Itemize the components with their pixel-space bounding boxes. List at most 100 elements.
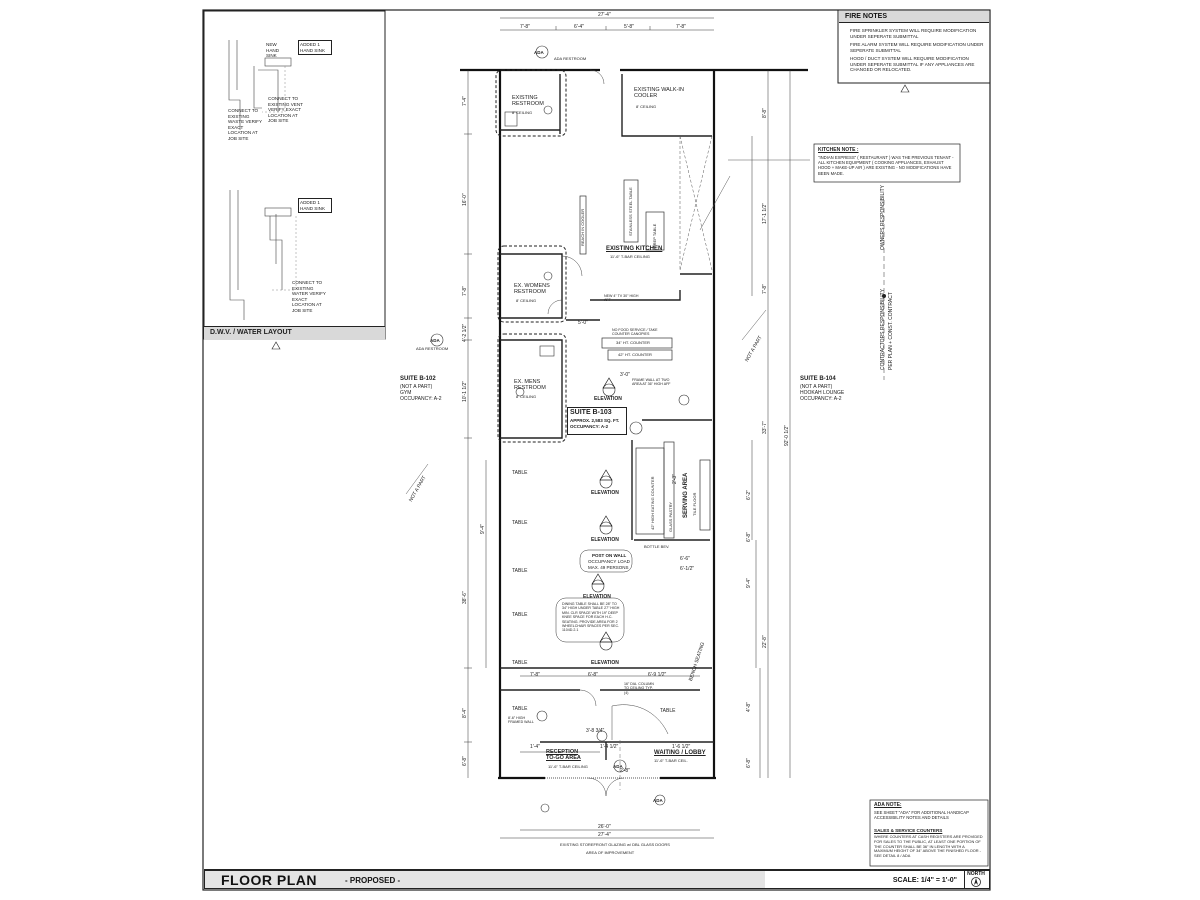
table-label-5: TABLE xyxy=(512,660,528,666)
dwv-tag-top: ADDED 1 HAND SINK xyxy=(298,40,332,56)
contractors-responsibility: CONTRACTORS RESPONSIBILITY xyxy=(880,288,886,370)
dim-left-9: 6'-8" xyxy=(462,756,468,766)
kitchen-note-heading: KITCHEN NOTE : xyxy=(818,147,859,153)
room-kitchen: EXISTING KITCHEN xyxy=(606,246,663,252)
counter-34: 34" HT. COUNTER xyxy=(616,340,650,345)
dim-left-7: 9'-4" xyxy=(480,524,486,534)
dim-mid-5: 1'-4 1/2" xyxy=(600,744,619,750)
elevation-label-4: ELEVATION xyxy=(583,594,611,600)
room-cooler-ceiling: 8' CEILING xyxy=(636,104,657,109)
counter-body: WHERE COUNTERS AT CASH REGISTERS ARE PRO… xyxy=(874,834,983,859)
room-waiting-ceiling: 11'-6" T-BAR CEIL. xyxy=(654,758,688,763)
dim-mid-11: 5'-0" xyxy=(578,320,588,326)
dim-right-1: 8'-8" xyxy=(762,108,768,118)
ada-tag-front: ADA xyxy=(613,764,623,769)
elevation-label-5: ELEVATION xyxy=(591,660,619,666)
owners-responsibility: OWNERS RESPONSIBILITY xyxy=(880,184,886,250)
suite-left-l2: GYM xyxy=(400,390,412,396)
suite-left-l1: (NOT A PART) xyxy=(400,384,433,390)
dim-right-8: 6'-8" xyxy=(746,758,752,768)
dim-top-d: 7'-8" xyxy=(676,24,686,30)
room-reception-ceiling: 11'-6" T-BAR CEILING xyxy=(548,764,588,769)
ada-restroom-label-left: ADA RESTROOM xyxy=(416,346,449,351)
bottle-bev: BOTTLE BEV. xyxy=(644,544,670,549)
dim-right-5: 92'-0 1/2" xyxy=(784,424,790,446)
fire-note-3: HOOD / DUCT SYSTEM WILL REQUIRE MODIFICA… xyxy=(850,56,975,73)
north-arrow-glyph xyxy=(971,877,981,887)
dim-right-11: 6'-8" xyxy=(746,532,752,542)
dim-right-2: 17'-1 1/2" xyxy=(762,202,768,224)
table-label-4: TABLE xyxy=(512,612,528,618)
table-label-1: TABLE xyxy=(512,470,528,476)
dim-left-5: 10'-1 1/2" xyxy=(462,380,468,402)
room-restroom-ceiling: 8' CEILING xyxy=(512,110,533,115)
plan-title: FLOOR PLAN xyxy=(221,872,317,888)
dining-note: DINING TABLE SHALL BE 28" TO 34" HIGH UN… xyxy=(562,602,620,633)
title-block: FLOOR PLAN - PROPOSED - SCALE: 1/4" = 1'… xyxy=(204,869,990,889)
dim-left-6: 38'-6" xyxy=(462,591,468,604)
post-on-wall: POST ON WALL xyxy=(592,553,627,558)
high-eating-counter: 42" HIGH EATING COUNTER xyxy=(650,476,655,530)
suite-left-name: SUITE B-102 xyxy=(400,376,436,382)
column-note: 16" DIA. COLUMN TO CEILING TYP. (4) xyxy=(624,682,654,695)
dim-bottom-interior: 26'-0" xyxy=(598,824,611,830)
ada-tag-door: ADA xyxy=(653,798,663,803)
dim-left-8: 8'-4" xyxy=(462,708,468,718)
counter-42: 42" HT. COUNTER xyxy=(618,352,652,357)
room-womens-ceiling: 8' CEILING xyxy=(516,298,537,303)
dim-top-a: 7'-8" xyxy=(520,24,530,30)
dim-bottom-overall: 27'-4" xyxy=(598,832,611,838)
room-mens: EX. MENS RESTROOM xyxy=(514,379,546,391)
new-wall-note: NEW 4" TV 30" HIGH AFF xyxy=(604,294,639,303)
table-label-3: TABLE xyxy=(512,568,528,574)
counter-heading: SALES & SERVICE COUNTERS xyxy=(874,828,943,833)
suite-left-l3: OCCUPANCY: A-2 xyxy=(400,396,442,402)
dim-top-c: 5'-8" xyxy=(624,24,634,30)
table-label-6: TABLE xyxy=(512,706,528,712)
suite-right-l3: OCCUPANCY: A-2 xyxy=(800,396,842,402)
dim-right-7: 9'-4" xyxy=(746,578,752,588)
ada-note-body: SEE SHEET "ADA" FOR ADDITIONAL HANDICAP … xyxy=(874,810,969,820)
reach-in-cooler: REACH IN COOLER xyxy=(580,208,585,246)
dim-mid-7: 2'-8" xyxy=(620,768,630,774)
suite-main-area: APPROX. 2,583 SQ. FT. xyxy=(570,418,620,423)
dwv-heading-bar: D.W.V. / WATER LAYOUT xyxy=(204,326,385,340)
no-food-note: NO FOOD SERVICE / TAKE COUNTER CANOPIES xyxy=(612,328,658,337)
dim-mid-1: 7'-8" xyxy=(530,672,540,678)
dim-mid-2: 6'-8" xyxy=(588,672,598,678)
dim-mid-4: 1'-4" xyxy=(530,744,540,750)
dim-mid-3: 6'-9 1/2" xyxy=(648,672,667,678)
dim-top-overall: 27'-4" xyxy=(598,12,611,18)
plan-subtitle: - PROPOSED - xyxy=(345,876,401,885)
title-block-band xyxy=(205,871,765,888)
elevation-label-3: ELEVATION xyxy=(591,537,619,543)
room-restroom: EXISTING RESTROOM xyxy=(512,95,544,107)
max-persons: MAX. 49 PERSONS xyxy=(588,565,629,570)
prep-table: PREP TABLE xyxy=(652,223,657,248)
dim-top-b: 6'-4" xyxy=(574,24,584,30)
suite-main-box: SUITE B-103 APPROX. 2,583 SQ. FT. OCCUPA… xyxy=(567,407,627,435)
room-womens: EX. WOMENS RESTROOM xyxy=(514,283,550,295)
fire-notes-heading: FIRE NOTES xyxy=(839,11,989,23)
dim-right-6: 22'-8" xyxy=(762,635,768,648)
north-arrow-icon: NORTH xyxy=(964,871,987,889)
table-label-2: TABLE xyxy=(512,520,528,526)
dwv-new-sink: NEW HAND SINK xyxy=(266,42,280,59)
fire-note-1: FIRE SPRINKLER SYSTEM WILL REQUIRE MODIF… xyxy=(850,28,977,39)
dim-left-1: 7'-4" xyxy=(462,96,468,106)
dim-mid-9: 6'-6" xyxy=(680,556,690,562)
per-plan-contract: PER PLAN + CONST. CONTRACT xyxy=(888,292,894,370)
room-reception: RECEPTION TO-GO AREA xyxy=(546,749,581,761)
dim-right-3: 7'-8" xyxy=(762,284,768,294)
framed-wall-note: 8'-6" HIGH FRAMED WALL xyxy=(508,716,534,725)
ada-restroom-label-top: ADA RESTROOM xyxy=(554,56,587,61)
dwv-heading: D.W.V. / WATER LAYOUT xyxy=(210,329,292,336)
dwv-waste-note: CONNECT TO EXISTING WASTE VERIFY EXACT L… xyxy=(228,108,262,141)
dim-left-2: 16'-0" xyxy=(462,193,468,206)
dim-left-3: 7'-8" xyxy=(462,286,468,296)
room-cooler: EXISTING WALK-IN COOLER xyxy=(634,87,684,99)
table-label-7: TABLE xyxy=(660,708,676,714)
dim-right-4: 33'-7" xyxy=(762,421,768,434)
